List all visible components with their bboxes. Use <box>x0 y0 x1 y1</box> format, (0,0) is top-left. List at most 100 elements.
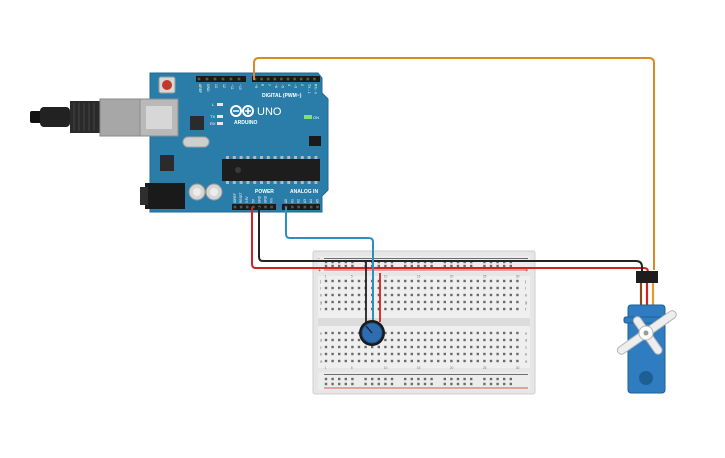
breadboard-hole[interactable] <box>344 345 347 349</box>
power-header-pin[interactable] <box>245 205 249 209</box>
breadboard-hole[interactable] <box>516 286 519 290</box>
rail-hole[interactable] <box>450 264 453 268</box>
breadboard-hole[interactable] <box>371 352 374 356</box>
breadboard-hole[interactable] <box>324 338 328 342</box>
breadboard-hole[interactable] <box>417 279 420 283</box>
breadboard-hole[interactable] <box>357 293 361 297</box>
breadboard-hole[interactable] <box>423 286 427 290</box>
breadboard-hole[interactable] <box>344 352 347 356</box>
breadboard-hole[interactable] <box>483 293 486 297</box>
breadboard-hole[interactable] <box>443 293 446 297</box>
breadboard-hole[interactable] <box>331 352 334 356</box>
breadboard-hole[interactable] <box>324 300 328 304</box>
rail-hole[interactable] <box>423 264 427 268</box>
breadboard-hole[interactable] <box>516 279 519 283</box>
rail-hole[interactable] <box>351 382 354 386</box>
breadboard-hole[interactable] <box>344 293 347 297</box>
breadboard-hole[interactable] <box>516 338 519 342</box>
breadboard-hole[interactable] <box>417 352 420 356</box>
breadboard-hole[interactable] <box>483 286 486 290</box>
breadboard-hole[interactable] <box>377 300 380 304</box>
breadboard-hole[interactable] <box>351 331 354 335</box>
rail-hole[interactable] <box>324 264 328 268</box>
header-pin[interactable] <box>221 77 225 81</box>
breadboard-hole[interactable] <box>470 359 473 363</box>
breadboard-hole[interactable] <box>357 300 361 304</box>
breadboard-hole[interactable] <box>496 359 499 363</box>
breadboard-hole[interactable] <box>324 286 328 290</box>
header-pin[interactable] <box>293 77 296 81</box>
breadboard-hole[interactable] <box>364 352 367 356</box>
breadboard-hole[interactable] <box>476 359 479 363</box>
rail-hole[interactable] <box>430 377 433 381</box>
breadboard-hole[interactable] <box>404 293 407 297</box>
rail-hole[interactable] <box>430 382 433 386</box>
rail-hole[interactable] <box>324 377 328 381</box>
breadboard-hole[interactable] <box>371 359 374 363</box>
header-pin[interactable] <box>313 77 316 81</box>
breadboard-hole[interactable] <box>351 279 354 283</box>
rail-hole[interactable] <box>390 264 394 268</box>
breadboard-hole[interactable] <box>377 345 380 349</box>
rail-hole[interactable] <box>384 382 387 386</box>
breadboard-hole[interactable] <box>443 345 446 349</box>
rail-hole[interactable] <box>489 264 493 268</box>
breadboard-hole[interactable] <box>430 359 433 363</box>
breadboard-hole[interactable] <box>417 338 420 342</box>
breadboard-hole[interactable] <box>489 345 493 349</box>
breadboard-hole[interactable] <box>476 307 479 311</box>
breadboard-hole[interactable] <box>351 338 354 342</box>
breadboard-hole[interactable] <box>476 352 479 356</box>
breadboard-hole[interactable] <box>470 293 473 297</box>
servo-motor[interactable] <box>616 271 678 394</box>
breadboard-hole[interactable] <box>338 338 341 342</box>
breadboard-hole[interactable] <box>489 338 493 342</box>
breadboard-hole[interactable] <box>503 279 506 283</box>
rail-hole[interactable] <box>384 377 387 381</box>
breadboard-hole[interactable] <box>357 338 361 342</box>
breadboard-hole[interactable] <box>450 345 453 349</box>
breadboard-hole[interactable] <box>390 345 394 349</box>
breadboard-hole[interactable] <box>357 307 361 311</box>
breadboard-hole[interactable] <box>351 300 354 304</box>
rail-hole[interactable] <box>470 377 473 381</box>
breadboard-hole[interactable] <box>509 293 512 297</box>
breadboard-hole[interactable] <box>450 293 453 297</box>
breadboard-hole[interactable] <box>390 293 394 297</box>
rail-hole[interactable] <box>423 377 427 381</box>
breadboard-hole[interactable] <box>351 307 354 311</box>
breadboard-hole[interactable] <box>417 345 420 349</box>
breadboard-hole[interactable] <box>410 331 413 335</box>
breadboard-hole[interactable] <box>423 338 427 342</box>
breadboard-hole[interactable] <box>450 359 453 363</box>
rail-hole[interactable] <box>331 264 334 268</box>
breadboard-hole[interactable] <box>430 300 433 304</box>
breadboard-hole[interactable] <box>437 352 440 356</box>
breadboard-hole[interactable] <box>463 331 466 335</box>
breadboard-hole[interactable] <box>331 359 334 363</box>
breadboard-hole[interactable] <box>404 286 407 290</box>
header-pin[interactable] <box>306 77 310 81</box>
breadboard-hole[interactable] <box>437 300 440 304</box>
breadboard-hole[interactable] <box>324 279 328 283</box>
breadboard-hole[interactable] <box>404 345 407 349</box>
breadboard-hole[interactable] <box>456 331 460 335</box>
breadboard-hole[interactable] <box>423 352 427 356</box>
breadboard-hole[interactable] <box>470 300 473 304</box>
breadboard-hole[interactable] <box>430 331 433 335</box>
breadboard-hole[interactable] <box>397 307 400 311</box>
breadboard-hole[interactable] <box>324 307 328 311</box>
breadboard-hole[interactable] <box>384 345 387 349</box>
breadboard-hole[interactable] <box>430 293 433 297</box>
breadboard-hole[interactable] <box>443 338 446 342</box>
breadboard-hole[interactable] <box>324 359 328 363</box>
breadboard-hole[interactable] <box>410 286 413 290</box>
breadboard-hole[interactable] <box>503 331 506 335</box>
rail-hole[interactable] <box>456 382 460 386</box>
breadboard-hole[interactable] <box>496 300 499 304</box>
breadboard-hole[interactable] <box>338 352 341 356</box>
breadboard-hole[interactable] <box>489 286 493 290</box>
breadboard-hole[interactable] <box>503 307 506 311</box>
breadboard-hole[interactable] <box>344 359 347 363</box>
